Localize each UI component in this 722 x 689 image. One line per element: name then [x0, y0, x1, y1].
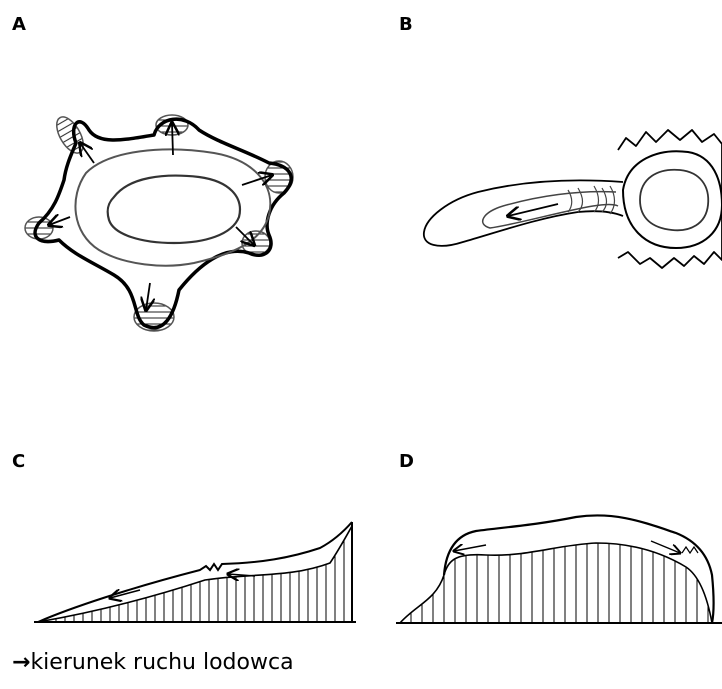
- ice-flow-arrow-right: [651, 541, 680, 553]
- cirque-inner-contour: [640, 170, 708, 231]
- legend: →kierunek ruchu lodowca: [12, 650, 294, 675]
- ice-sheet-plan-diagram: [14, 105, 364, 340]
- glacier-lobe-tips: [25, 113, 293, 331]
- ice-sheet-cross-section-diagram: [30, 518, 360, 624]
- legend-text: kierunek ruchu lodowca: [30, 650, 293, 675]
- cirque-basin: [623, 151, 722, 248]
- panel-label-a: A: [12, 14, 26, 35]
- ice-cap-cross-section-diagram: [396, 505, 722, 625]
- ice-flow-arrow-upper: [228, 574, 255, 576]
- bedrock-surface: [400, 543, 712, 623]
- ice-sheet-middle-contour: [75, 149, 270, 265]
- flow-arrow-icon: →: [12, 650, 30, 675]
- panel-label-b: B: [399, 14, 413, 35]
- ice-sheet-inner-contour: [108, 176, 240, 243]
- ice-flow-arrow: [508, 204, 558, 216]
- ice-flow-arrow-left: [454, 545, 486, 551]
- valley-glacier-plan-diagram: [418, 120, 722, 280]
- ice-surface: [444, 515, 714, 623]
- crevasse-marks: [682, 547, 698, 553]
- panel-label-c: C: [12, 451, 25, 472]
- panel-label-d: D: [399, 451, 414, 472]
